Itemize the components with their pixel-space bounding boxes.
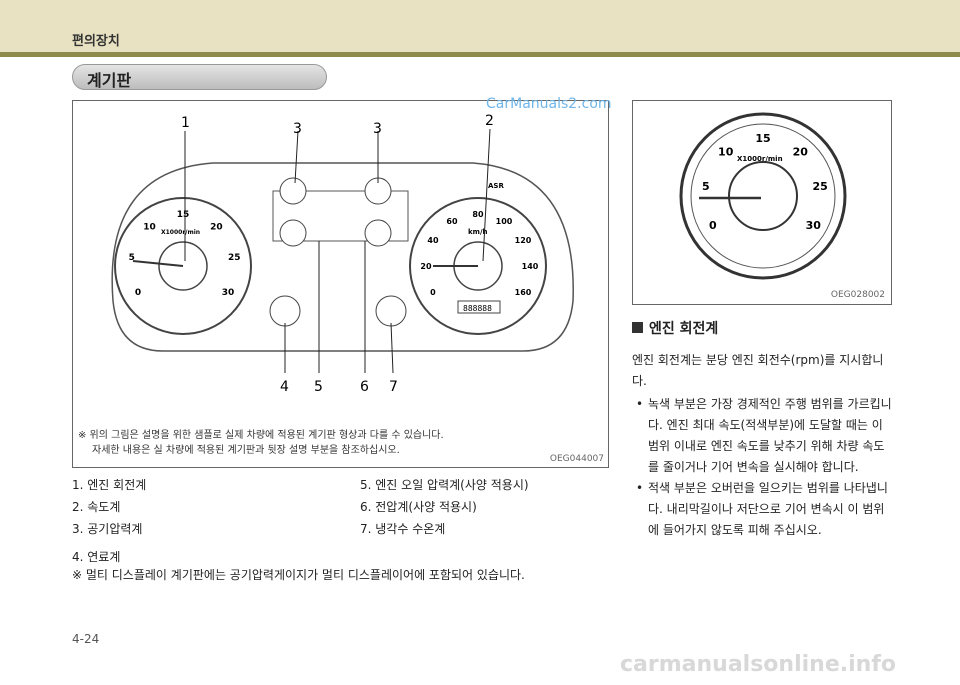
list-item: 1. 엔진 회전계 — [72, 478, 147, 492]
page-number: 4-24 — [72, 632, 100, 646]
odometer-value: 888888 — [463, 304, 492, 313]
section-pill-title: 계기판 — [87, 71, 132, 90]
oil-pressure-gauge — [279, 219, 307, 247]
figure-code: OEG044007 — [549, 454, 604, 464]
callout-6: 6 — [360, 379, 369, 395]
list-item: 5. 엔진 오일 압력계(사양 적용시) — [360, 478, 529, 492]
tick-label: 25 — [812, 180, 827, 193]
callout-1: 1 — [181, 115, 190, 131]
top-band — [0, 0, 960, 52]
tach-detail-hub — [728, 161, 798, 231]
footer-watermark: carmanualsonline.info — [620, 652, 896, 677]
tick-label: 15 — [177, 210, 190, 220]
tach-tick-labels: 0 5 10 15 20 25 30 — [129, 210, 241, 298]
air-gauge-left — [279, 177, 307, 205]
section-bullets: 녹색 부분은 가장 경제적인 주행 범위를 가르킵니다. 엔진 최대 속도(적색… — [632, 394, 894, 541]
tick-label: 15 — [755, 132, 770, 145]
tick-label: 80 — [472, 210, 484, 219]
tick-label: 0 — [709, 219, 717, 232]
list-item: 6. 전압계(사양 적용시) — [360, 500, 477, 514]
bullet-item: 적색 부분은 오버런을 일으키는 범위를 나타냅니다. 내리막길이나 저단으로 … — [636, 478, 894, 541]
legend-list-left: 1. 엔진 회전계 2. 속도계 3. 공기압력계 4. 연료계 — [72, 474, 146, 568]
tick-label: 0 — [430, 288, 436, 297]
chapter-title: 편의장치 — [72, 34, 120, 49]
tick-label: 30 — [222, 288, 235, 298]
tick-label: 20 — [210, 222, 223, 232]
tick-label: 0 — [135, 288, 141, 298]
legend-list-right: 5. 엔진 오일 압력계(사양 적용시) 6. 전압계(사양 적용시) 7. 냉… — [360, 474, 529, 540]
callout-line-2 — [482, 128, 491, 262]
tick-label: 5 — [702, 180, 710, 193]
top-band-line — [0, 52, 960, 57]
center-panel — [272, 190, 409, 242]
bottom-note: ※ 멀티 디스플레이 계기판에는 공기압력게이지가 멀티 디스플레이어에 포함되… — [72, 568, 525, 582]
tick-label: 20 — [420, 262, 432, 271]
tick-label: 10 — [718, 145, 734, 158]
voltmeter-gauge — [364, 219, 392, 247]
callout-7: 7 — [389, 379, 398, 395]
callout-line-3a — [294, 130, 299, 184]
tick-label: 25 — [228, 253, 241, 263]
tach-figure: 0 5 10 15 20 25 30 X1000r/min OEG028002 — [632, 100, 892, 305]
odometer-box — [457, 300, 501, 314]
list-item: 7. 냉각수 수온계 — [360, 522, 446, 536]
callout-3b: 3 — [373, 121, 382, 137]
speedo-unit: km/h — [468, 228, 488, 236]
bullet-item: 녹색 부분은 가장 경제적인 주행 범위를 가르킵니다. 엔진 최대 속도(적색… — [636, 394, 894, 478]
section-heading-text: 엔진 회전계 — [649, 321, 719, 337]
tach-detail-drawing: 0 5 10 15 20 25 30 X1000r/min — [679, 112, 847, 280]
tick-label: 5 — [129, 253, 135, 263]
section-intro: 엔진 회전계는 분당 엔진 회전수(rpm)를 지시합니다. — [632, 353, 884, 388]
figure-note-line1: ※ 위의 그림은 설명을 위한 샘플로 실제 차량에 적용된 계기판 형상과 다… — [78, 430, 444, 441]
watermark: CarManuals2.com — [486, 96, 612, 112]
figure-note: ※ 위의 그림은 설명을 위한 샘플로 실제 차량에 적용된 계기판 형상과 다… — [78, 428, 548, 458]
tick-label: 160 — [515, 288, 532, 297]
list-item: 2. 속도계 — [72, 500, 121, 514]
list-item: 3. 공기압력계 — [72, 522, 143, 536]
temp-gauge — [375, 295, 407, 327]
callout-2: 2 — [485, 113, 494, 129]
list-item: 4. 연료계 — [72, 550, 121, 564]
tick-label: 140 — [522, 262, 539, 271]
tach-detail-tick-labels: 0 5 10 15 20 25 30 — [702, 132, 828, 232]
tick-label: 10 — [143, 222, 156, 232]
callout-4: 4 — [280, 379, 289, 395]
callout-line-7 — [390, 322, 394, 374]
tick-label: 20 — [793, 145, 809, 158]
tach-needle — [132, 260, 184, 267]
cluster-outline — [111, 162, 574, 352]
asr-label: ASR — [488, 182, 504, 190]
square-bullet-icon — [632, 322, 643, 333]
tach-figure-code: OEG028002 — [830, 290, 885, 300]
section-pill: 계기판 — [72, 64, 327, 90]
tach-detail-unit: X1000r/min — [737, 155, 783, 163]
tick-label: 100 — [496, 217, 513, 226]
callout-3a: 3 — [293, 121, 302, 137]
tick-label: 30 — [806, 219, 822, 232]
tick-label: 120 — [515, 236, 532, 245]
fuel-gauge — [269, 295, 301, 327]
speed-tick-labels: 0 20 40 60 80 100 120 140 160 — [420, 210, 538, 297]
tick-label: 40 — [427, 236, 439, 245]
callout-5: 5 — [314, 379, 323, 395]
section-body: 엔진 회전계는 분당 엔진 회전수(rpm)를 지시합니다. 녹색 부분은 가장… — [632, 350, 894, 541]
tach-unit: X1000r/min — [161, 229, 200, 236]
section-heading: 엔진 회전계 — [632, 318, 718, 338]
figure-note-line2: 자세한 내용은 실 차량에 적용된 계기판과 뒷장 설명 부분을 참조하십시오. — [92, 445, 400, 456]
tick-label: 60 — [446, 217, 458, 226]
